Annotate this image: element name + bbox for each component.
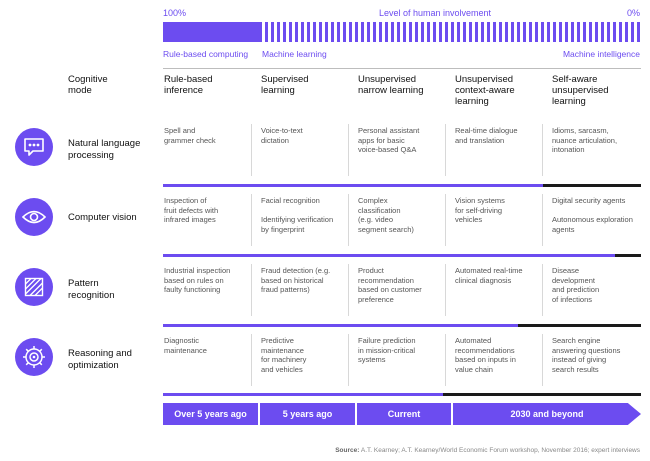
cell-cv-rule-based: Inspection of fruit defects with infrare… [164, 196, 219, 224]
involvement-100-label: 100% [163, 8, 187, 18]
column-divider [348, 194, 349, 246]
timeline-2030-beyond-arrow: 2030 and beyond [453, 403, 641, 425]
column-divider [251, 194, 252, 246]
column-divider [445, 334, 446, 386]
source-note: Source: A.T. Kearney; A.T. Kearney/World… [335, 447, 640, 454]
maturity-line-future [543, 184, 641, 187]
cell-pr-supervised: Fraud detection (e.g. based on historica… [261, 266, 331, 294]
column-divider [542, 264, 543, 316]
cognitive-mode-header: Cognitive mode [68, 74, 108, 96]
involvement-title: Level of human involvement [378, 8, 492, 18]
source-label: Source: [335, 447, 360, 454]
cell-cv-unsupervised-context: Vision systems for self-driving vehicles [455, 196, 505, 224]
column-header-rule-based: Rule-based inference [164, 74, 213, 96]
maturity-line-future [615, 254, 641, 257]
source-text: A.T. Kearney; A.T. Kearney/World Economi… [360, 447, 640, 454]
machine-intelligence-label: Machine intelligence [562, 49, 640, 59]
column-divider [445, 124, 446, 176]
cell-ro-self-aware: Search engine answering questions instea… [552, 336, 621, 374]
eye-icon [15, 198, 53, 236]
column-header-self-aware: Self-aware unsupervised learning [552, 74, 609, 107]
maturity-line-future [518, 324, 641, 327]
cell-nlp-unsupervised-context: Real-time dialogue and translation [455, 126, 518, 145]
cell-cv-self-aware: Digital security agents Autonomous explo… [552, 196, 633, 234]
row-label-computer-vision: Computer vision [68, 212, 137, 223]
maturity-line-current [163, 393, 443, 396]
header-divider [163, 68, 641, 69]
column-divider [251, 334, 252, 386]
column-header-unsupervised-context: Unsupervised context-aware learning [455, 74, 515, 107]
timeline-5-years: 5 years ago [260, 403, 355, 425]
cell-nlp-self-aware: Idioms, sarcasm, nuance articulation, in… [552, 126, 618, 154]
column-divider [348, 124, 349, 176]
cell-pr-unsupervised-context: Automated real-time clinical diagnosis [455, 266, 523, 285]
maturity-line-current [163, 254, 615, 257]
speech-bubble-icon [15, 128, 53, 166]
column-header-unsupervised-narrow: Unsupervised narrow learning [358, 74, 424, 96]
column-divider [348, 264, 349, 316]
cell-pr-self-aware: Disease development and prediction of in… [552, 266, 600, 304]
maturity-line-future [443, 393, 641, 396]
timeline-over-5-years: Over 5 years ago [163, 403, 258, 425]
cell-ro-unsupervised-context: Automated recommendations based on input… [455, 336, 516, 374]
timeline-current: Current [357, 403, 451, 425]
column-divider [348, 334, 349, 386]
column-divider [251, 124, 252, 176]
cell-nlp-unsupervised-narrow: Personal assistant apps for basic voice-… [358, 126, 420, 154]
row-label-nlp: Natural language processing [68, 138, 141, 161]
column-divider [542, 124, 543, 176]
involvement-0-label: 0% [626, 8, 640, 18]
column-divider [251, 264, 252, 316]
cell-ro-rule-based: Diagnostic maintenance [164, 336, 207, 355]
cell-nlp-supervised: Voice-to-text dictation [261, 126, 303, 145]
column-header-supervised: Supervised learning [261, 74, 309, 96]
cell-cv-unsupervised-narrow: Complex classification (e.g. video segme… [358, 196, 414, 234]
column-divider [542, 334, 543, 386]
cell-ro-unsupervised-narrow: Failure prediction in mission-critical s… [358, 336, 416, 364]
maturity-line-current [163, 324, 518, 327]
column-divider [542, 194, 543, 246]
cell-pr-unsupervised-narrow: Product recommendation based on customer… [358, 266, 422, 304]
machine-learning-label: Machine learning [262, 49, 327, 59]
column-divider [445, 194, 446, 246]
involvement-gradient-bar [163, 22, 641, 42]
pattern-lines-icon [15, 268, 53, 306]
maturity-line-current [163, 184, 543, 187]
row-label-pattern-recognition: Pattern recognition [68, 278, 115, 301]
row-label-reasoning: Reasoning and optimization [68, 348, 132, 371]
target-gear-icon [15, 338, 53, 376]
cell-nlp-rule-based: Spell and grammer check [164, 126, 216, 145]
column-divider [445, 264, 446, 316]
rule-based-computing-label: Rule-based computing [163, 49, 249, 59]
cell-ro-supervised: Predictive maintenance for machinery and… [261, 336, 307, 374]
cell-pr-rule-based: Industrial inspection based on rules on … [164, 266, 231, 294]
cell-cv-supervised: Facial recognition Identifying verificat… [261, 196, 334, 234]
